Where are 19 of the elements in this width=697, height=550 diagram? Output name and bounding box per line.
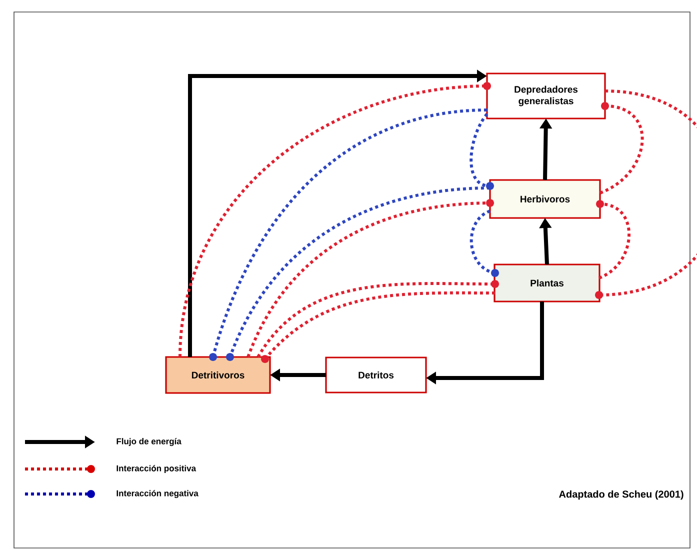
interaction-line <box>246 199 494 358</box>
interaction-line <box>595 90 697 299</box>
legend-text: Interacción positiva <box>116 465 196 473</box>
interaction-line <box>261 291 495 363</box>
interaction-line <box>226 186 490 361</box>
interaction-line <box>470 113 494 190</box>
legend-text: Flujo de energía <box>116 438 182 446</box>
interaction-line <box>470 210 499 277</box>
organism-box: Herbivoros <box>489 179 601 219</box>
organism-box: Plantas <box>494 264 600 302</box>
interaction-line <box>599 102 644 194</box>
interaction-line <box>596 200 630 280</box>
interaction-line <box>209 108 488 361</box>
organism-box: Detritivoros <box>165 356 271 394</box>
interaction-line <box>256 280 499 358</box>
organism-box: Detritos <box>325 356 427 394</box>
legend-text: Interacción negativa <box>116 490 198 498</box>
organism-box: Depredadores generalistas <box>486 72 606 120</box>
source-note: Adaptado de Scheu (2001) <box>559 490 684 500</box>
